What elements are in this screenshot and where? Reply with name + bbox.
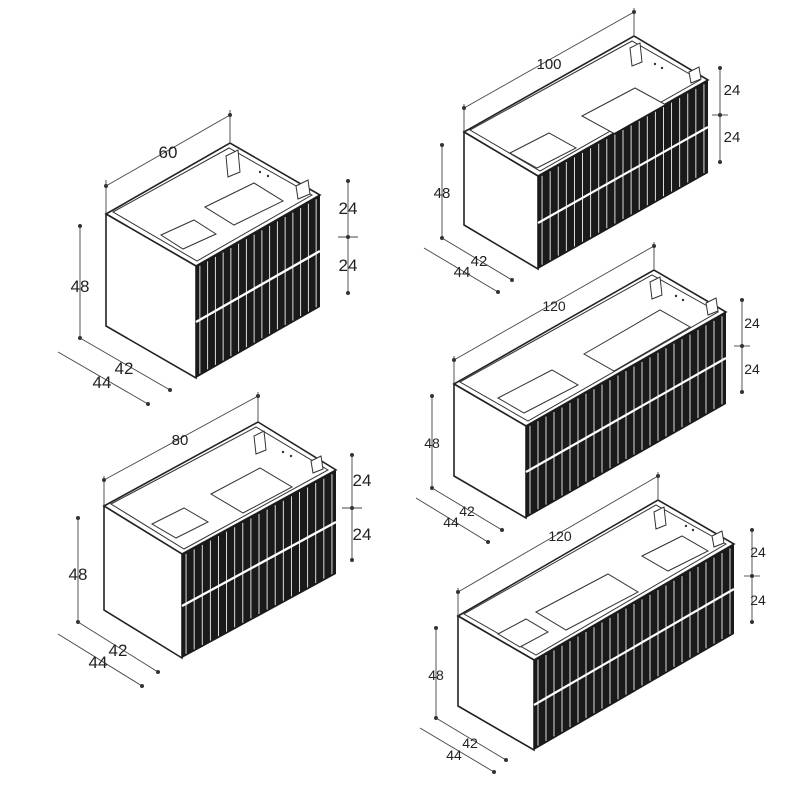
dimension-lines: [419, 472, 760, 774]
drawer-front: [525, 312, 727, 518]
height-label: 48: [428, 667, 444, 683]
height-label: 48: [71, 277, 90, 296]
drawer-front: [537, 80, 709, 269]
outer-depth-label: 44: [89, 653, 108, 672]
drawer-top-label: 24: [724, 82, 741, 99]
drawer-top-label: 24: [750, 544, 766, 560]
cabinet-body: [104, 142, 322, 380]
outer-depth-label: 44: [446, 747, 462, 763]
inner-depth-label: 42: [471, 253, 488, 270]
cabinet-100: 100 48 24 24 42 44: [423, 8, 741, 294]
outer-depth-label: 44: [454, 264, 471, 281]
cabinet-body: [462, 35, 710, 271]
cabinet-120-bottom: 120 48 24 24 42 44: [419, 472, 766, 774]
drawer-bottom-label: 24: [724, 129, 741, 146]
height-label: 48: [434, 185, 451, 202]
cabinet-body: [456, 499, 736, 752]
drawer-front: [195, 195, 321, 378]
drawer-bottom-label: 24: [339, 256, 358, 275]
drawer-bottom-label: 24: [744, 361, 760, 377]
width-label: 100: [536, 56, 561, 73]
width-label: 120: [542, 298, 566, 314]
width-label: 80: [172, 432, 189, 449]
drawer-top-label: 24: [353, 471, 372, 490]
drawer-bottom-label: 24: [353, 525, 372, 544]
inner-depth-label: 42: [109, 641, 128, 660]
drawer-front: [181, 470, 337, 658]
drawer-bottom-label: 24: [750, 592, 766, 608]
drawer-top-label: 24: [339, 199, 358, 218]
cabinet-60: 60 48 24 24 42 44: [57, 110, 358, 406]
width-label: 60: [159, 143, 178, 162]
cabinet-120-top: 120 48 24 24 42 44: [415, 242, 760, 544]
cabinet-80: 80 48 24 24 42 44: [57, 392, 372, 688]
outer-depth-label: 44: [93, 373, 112, 392]
inner-depth-label: 42: [459, 503, 475, 519]
dimension-lines: [57, 392, 362, 688]
width-label: 120: [548, 528, 572, 544]
height-label: 48: [424, 435, 440, 451]
dimension-lines: [423, 8, 728, 294]
outer-depth-label: 44: [443, 514, 459, 530]
inner-depth-label: 42: [462, 735, 478, 751]
dimension-lines: [57, 110, 358, 406]
cabinet-body: [102, 421, 338, 660]
drawer-front: [533, 544, 735, 750]
inner-depth-label: 42: [115, 359, 134, 378]
height-label: 48: [69, 565, 88, 584]
drawer-top-label: 24: [744, 315, 760, 331]
dimension-lines: [415, 242, 750, 544]
